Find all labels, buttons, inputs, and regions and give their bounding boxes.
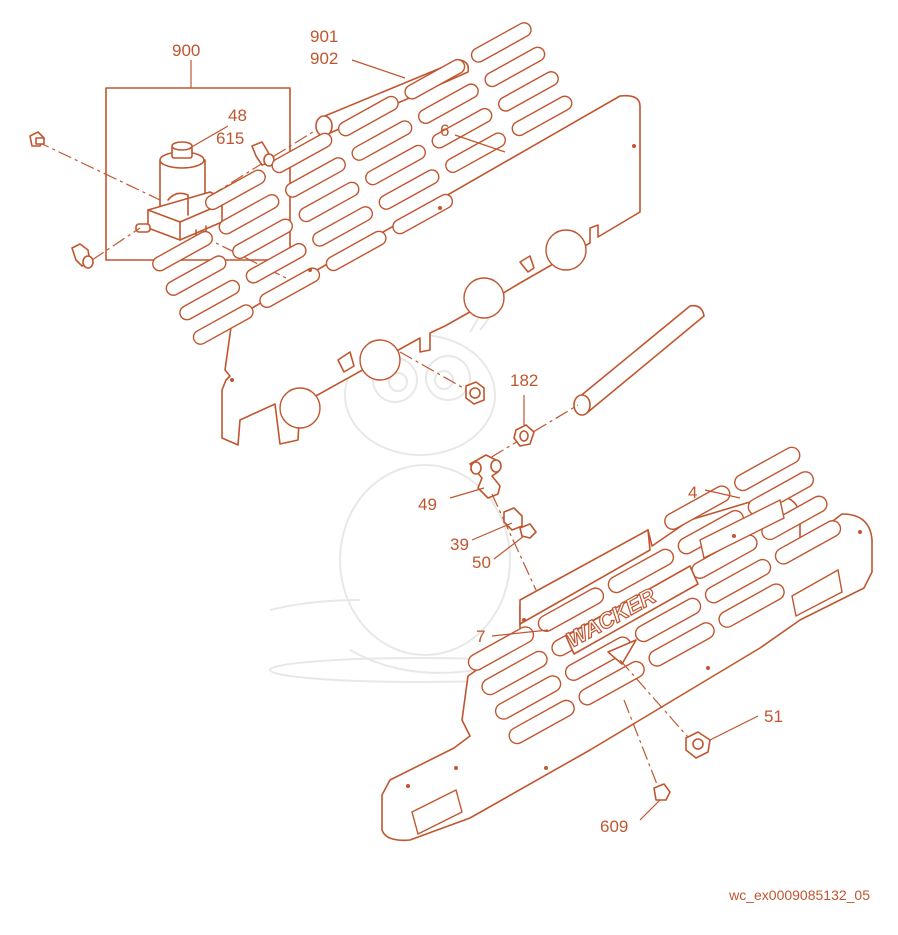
label-48: 48 bbox=[228, 106, 247, 125]
elbow-fitting-icon bbox=[71, 243, 94, 269]
nut-51-icon bbox=[685, 731, 711, 759]
label-182: 182 bbox=[510, 371, 538, 390]
label-39: 39 bbox=[450, 535, 469, 554]
label-6: 6 bbox=[440, 121, 449, 140]
nozzle-50-icon bbox=[519, 523, 537, 539]
label-615: 615 bbox=[216, 129, 244, 148]
grille-panel-6 bbox=[152, 22, 641, 446]
label-901: 901 bbox=[310, 27, 338, 46]
label-902: 902 bbox=[310, 49, 338, 68]
screw-609-icon bbox=[653, 783, 671, 801]
label-49: 49 bbox=[418, 495, 437, 514]
pump-motor-icon bbox=[135, 141, 223, 241]
clamp-182-icon bbox=[513, 424, 535, 447]
document-id: wc_ex0009085132_05 bbox=[729, 887, 870, 903]
label-4: 4 bbox=[688, 483, 697, 502]
label-7: 7 bbox=[476, 627, 485, 646]
label-50: 50 bbox=[472, 553, 491, 572]
nut-icon bbox=[465, 381, 485, 405]
elbow-fitting-top-icon bbox=[251, 141, 275, 167]
tee-fitting-49-icon bbox=[469, 454, 502, 499]
screw-fitting-icon bbox=[29, 131, 45, 147]
grille-panel-4: WACKER bbox=[381, 446, 873, 842]
label-609: 609 bbox=[600, 817, 628, 836]
label-900: 900 bbox=[172, 41, 200, 60]
hose-lower-icon bbox=[573, 304, 705, 416]
label-51: 51 bbox=[764, 707, 783, 726]
